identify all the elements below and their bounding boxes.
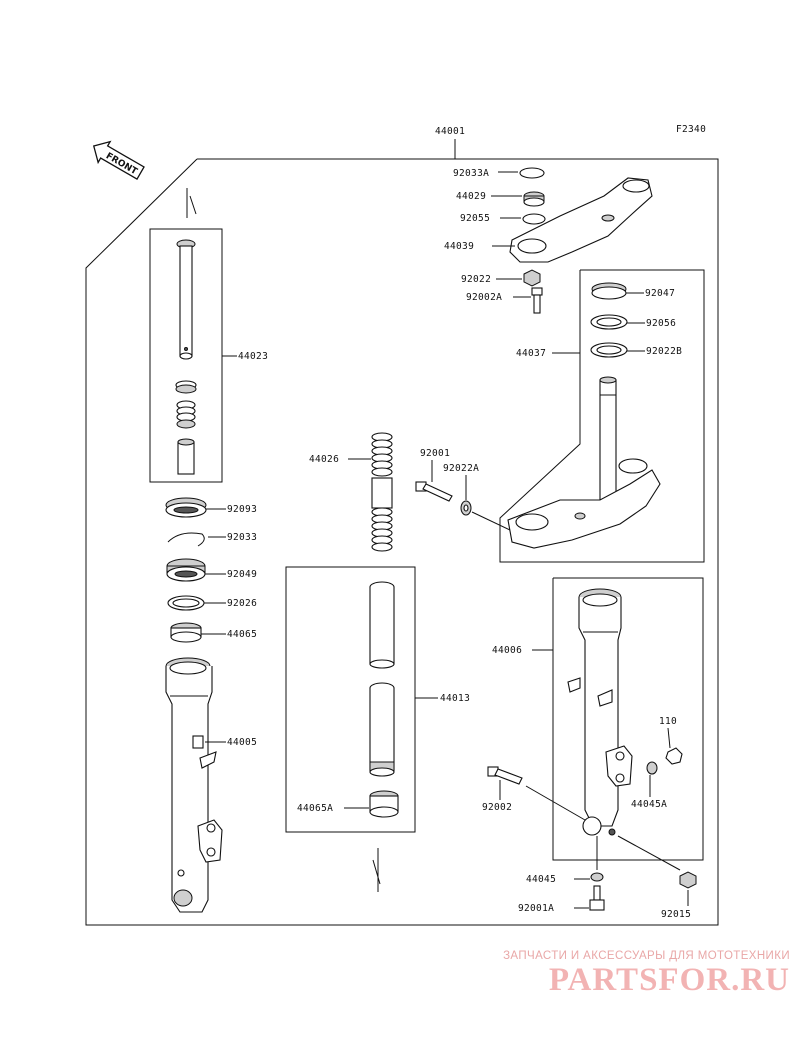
seal-92049 — [166, 558, 226, 582]
label-44037: 44037 — [516, 348, 546, 359]
spring-44026 — [348, 432, 393, 552]
label-92015: 92015 — [661, 909, 691, 920]
label-92001A: 92001A — [518, 903, 554, 914]
nut-92022 — [496, 269, 541, 287]
upper-bracket-44039 — [492, 177, 653, 263]
washer-44045 — [574, 836, 604, 882]
label-92047: 92047 — [645, 288, 675, 299]
label-44065A: 44065A — [297, 803, 333, 814]
washer-92026 — [167, 595, 226, 611]
label-44026: 44026 — [309, 454, 339, 465]
race-92047 — [591, 282, 644, 300]
steering-stem-44037 — [507, 376, 661, 549]
label-92033A: 92033A — [453, 168, 489, 179]
clip-92033 — [167, 532, 226, 547]
damper-rod-44023 — [175, 239, 197, 475]
bushing-44065 — [170, 622, 226, 643]
label-44005: 44005 — [227, 737, 257, 748]
washer-92022B — [590, 342, 645, 358]
outer-tube-44005 — [165, 657, 226, 913]
label-92093: 92093 — [227, 504, 257, 515]
label-44065: 44065 — [227, 629, 257, 640]
label-92026: 92026 — [227, 598, 257, 609]
label-44013: 44013 — [440, 693, 470, 704]
diagram-code: F2340 — [676, 124, 706, 135]
inner-tube-box — [285, 566, 416, 833]
watermark-logo: PARTSFOR.RU — [548, 962, 790, 998]
bushing-44065A — [344, 790, 399, 818]
bushing-44029 — [491, 191, 545, 207]
label-110: 110 — [659, 716, 677, 727]
label-44001: 44001 — [435, 126, 465, 137]
label-92033: 92033 — [227, 532, 257, 543]
label-92056: 92056 — [646, 318, 676, 329]
label-92049: 92049 — [227, 569, 257, 580]
label-92001: 92001 — [420, 448, 450, 459]
label-92002A: 92002A — [466, 292, 502, 303]
right-tube-box — [552, 577, 704, 861]
label-44039: 44039 — [444, 241, 474, 252]
seal-92056 — [590, 314, 645, 330]
label-92055: 92055 — [460, 213, 490, 224]
label-92022: 92022 — [461, 274, 491, 285]
inner-tube-44013 — [369, 581, 438, 777]
bolt-92001A — [574, 885, 605, 911]
label-92002: 92002 — [482, 802, 512, 813]
seal-92093 — [165, 497, 226, 518]
nut-92015 — [617, 835, 697, 906]
label-44045: 44045 — [526, 874, 556, 885]
label-92022A: 92022A — [443, 463, 479, 474]
washer-92022A — [460, 500, 472, 516]
bolt-92002 — [487, 766, 586, 821]
bolt-92002A — [513, 287, 543, 314]
label-44045A: 44045A — [631, 799, 667, 810]
seal-92033A — [498, 167, 545, 179]
washer-44045A — [646, 761, 658, 797]
watermark-subtitle: ЗАПЧАСТИ И АКСЕССУАРЫ ДЛЯ МОТОТЕХНИКИ — [503, 950, 790, 962]
oring-92055 — [500, 213, 546, 225]
assembly-outline — [85, 158, 719, 926]
label-92022B: 92022B — [646, 346, 682, 357]
label-44006: 44006 — [492, 645, 522, 656]
stem-box-outline — [499, 269, 705, 563]
bolt-110 — [665, 727, 683, 765]
front-arrow-icon: FRONT — [92, 140, 145, 180]
outer-tube-44006 — [532, 588, 633, 836]
label-44029: 44029 — [456, 191, 486, 202]
label-44023: 44023 — [238, 351, 268, 362]
bolt-92001 — [415, 481, 453, 502]
